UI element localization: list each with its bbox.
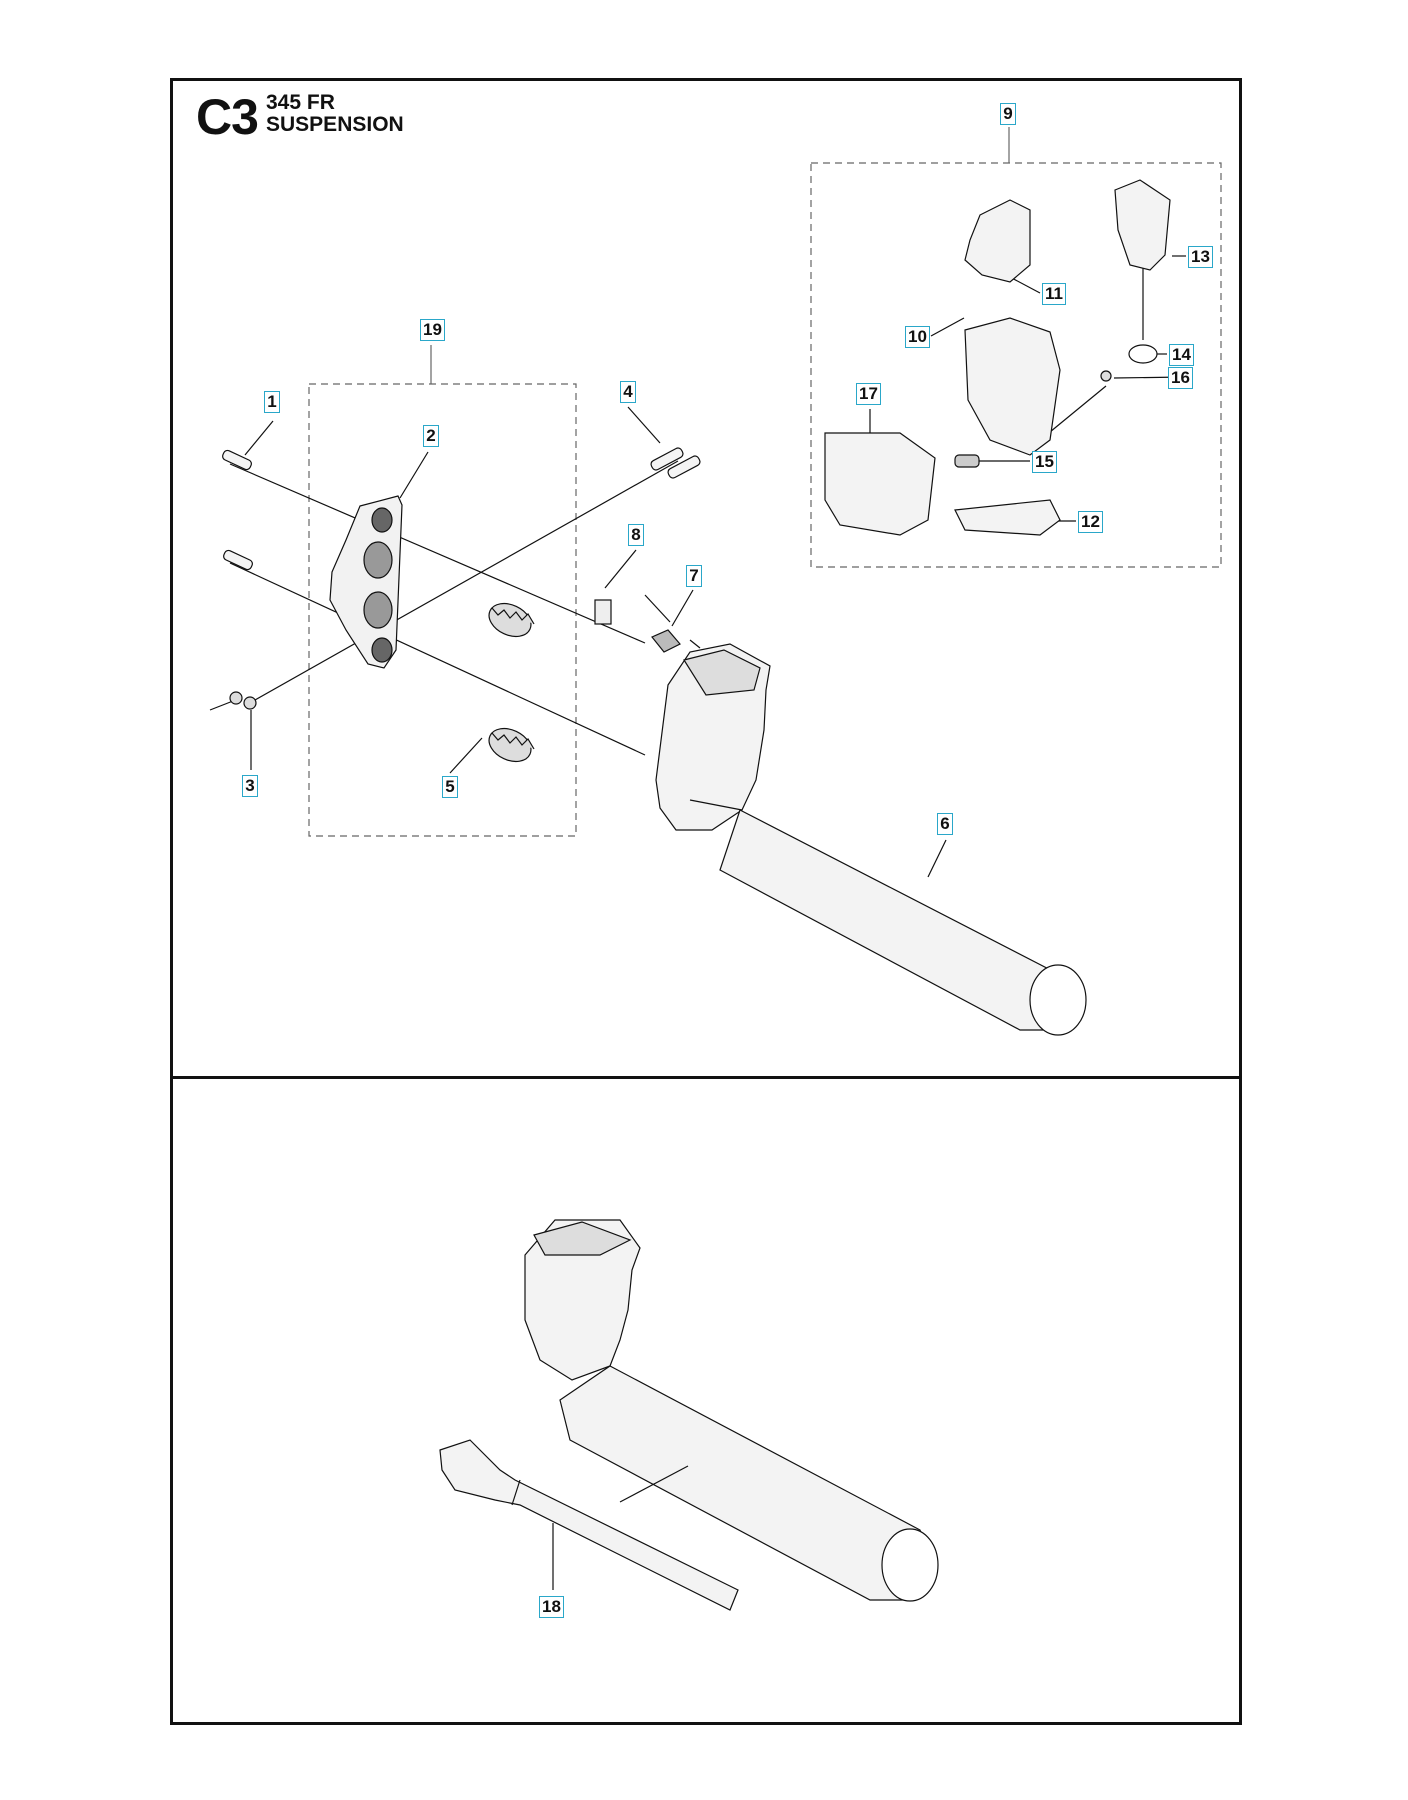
group-9-parts <box>824 179 1171 536</box>
model-name: 345 FR <box>266 91 335 114</box>
callout-11[interactable]: 11 <box>1042 283 1066 305</box>
lower-diagram-panel <box>170 1076 1242 1725</box>
callout-12[interactable]: 12 <box>1078 511 1103 533</box>
callout-14[interactable]: 14 <box>1169 344 1194 366</box>
group-9-box <box>810 162 1222 568</box>
callout-5[interactable]: 5 <box>442 776 458 798</box>
callout-7[interactable]: 7 <box>686 565 702 587</box>
callout-10[interactable]: 10 <box>905 326 930 348</box>
handle-6 <box>655 643 1087 1036</box>
spring-parts <box>488 602 535 763</box>
callout-18[interactable]: 18 <box>539 1596 564 1618</box>
section-code: C3 <box>196 89 259 145</box>
callout-15[interactable]: 15 <box>1032 451 1057 473</box>
callout-2[interactable]: 2 <box>423 425 439 447</box>
group-19-box <box>308 383 577 837</box>
callout-16[interactable]: 16 <box>1168 367 1193 389</box>
callout-17[interactable]: 17 <box>856 383 881 405</box>
callout-9[interactable]: 9 <box>1000 103 1016 125</box>
callout-8[interactable]: 8 <box>628 524 644 546</box>
callout-3[interactable]: 3 <box>242 775 258 797</box>
callout-6[interactable]: 6 <box>937 813 953 835</box>
bottom-handle-assembly <box>439 1219 939 1611</box>
callout-19[interactable]: 19 <box>420 319 445 341</box>
callout-13[interactable]: 13 <box>1188 246 1213 268</box>
callout-4[interactable]: 4 <box>620 381 636 403</box>
callout-1[interactable]: 1 <box>264 391 280 413</box>
bolt-parts <box>222 447 701 571</box>
section-title: SUSPENSION <box>266 113 404 136</box>
